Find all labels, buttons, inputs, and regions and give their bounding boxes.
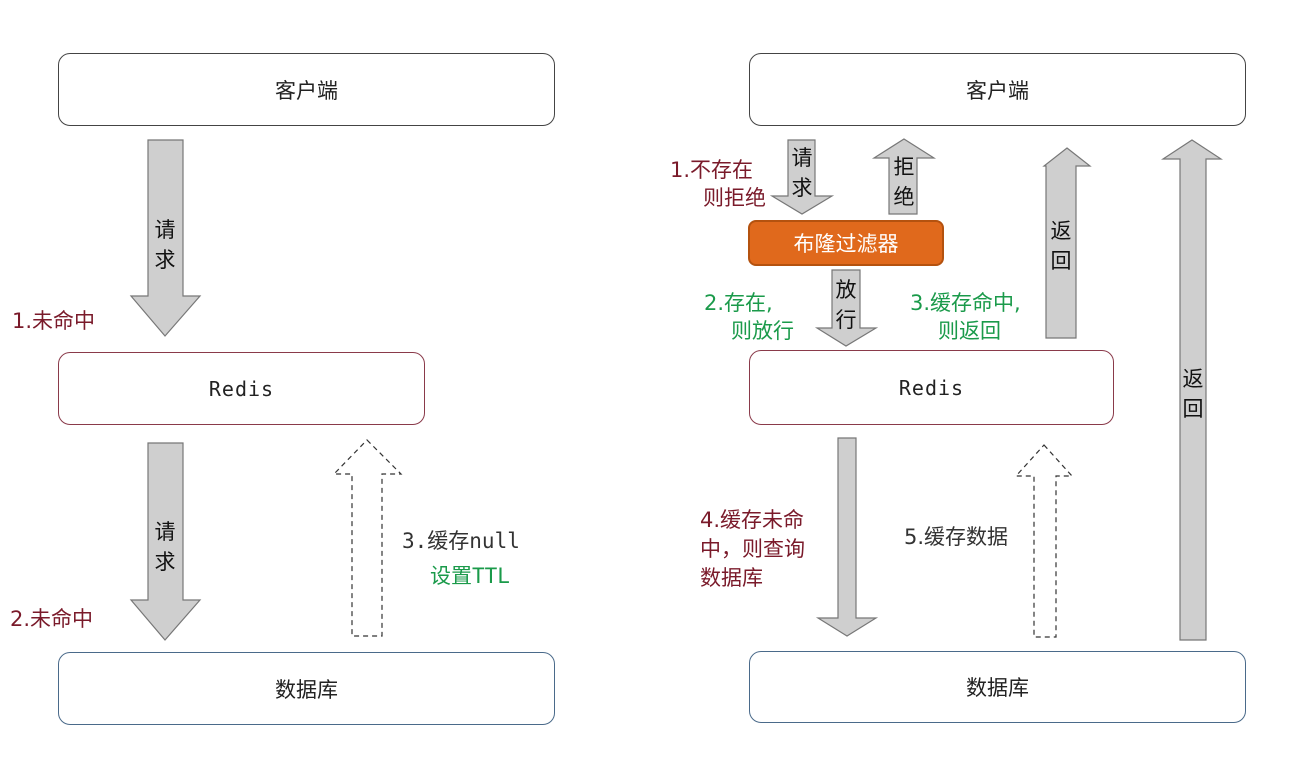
right-step2-line2: 则放行: [731, 319, 794, 343]
left-step3-line2-text: 设置TTL: [430, 564, 510, 588]
right-database-label: 数据库: [966, 676, 1029, 700]
right-step4-line3: 数据库: [700, 566, 763, 590]
left-cache-null-arrow: [332, 439, 403, 637]
right-request-arrow-label: 请求: [791, 146, 813, 200]
left-redis-label: Redis: [208, 376, 275, 401]
right-step2-line1: 2.存在,: [704, 291, 773, 315]
left-client-label: 客户端: [275, 78, 338, 103]
right-redis-label: Redis: [898, 375, 965, 400]
right-step4-line1: 4.缓存未命: [700, 508, 805, 532]
left-step2-label: 2.未命中: [10, 607, 94, 631]
right-request-arrow: [769, 139, 835, 215]
right-step1-line1: 1.不存在: [670, 158, 754, 182]
left-step3-line2: 设置TTL: [430, 562, 510, 591]
bloom-filter-label: 布隆过滤器: [793, 232, 899, 256]
right-step3-line2: 则返回: [938, 319, 1001, 343]
left-database-box: 数据库: [58, 652, 555, 725]
right-redis-box: Redis: [749, 350, 1114, 425]
left-client-box: 客户端: [58, 53, 555, 126]
pass-arrow: [814, 269, 879, 347]
return-arrow-long-label: 返回: [1182, 367, 1204, 421]
cache-data-arrow: [1014, 444, 1074, 638]
pass-arrow-label: 放行: [835, 278, 857, 332]
return-arrow-short: [1042, 147, 1092, 339]
right-client-label: 客户端: [966, 78, 1029, 103]
right-step1-line2: 则拒绝: [703, 186, 766, 210]
return-arrow-short-label: 返回: [1050, 219, 1072, 273]
query-arrow: [815, 437, 879, 637]
right-database-box: 数据库: [749, 651, 1246, 723]
reject-arrow-label: 拒绝: [893, 155, 915, 209]
left-redis-box: Redis: [58, 352, 425, 425]
bloom-filter-box: 布隆过滤器: [748, 220, 944, 266]
left-request-arrow-1: [129, 139, 202, 337]
right-step5-label: 5.缓存数据: [904, 525, 1009, 549]
left-step1-label: 1.未命中: [12, 309, 96, 333]
right-step3-line1: 3.缓存命中,: [910, 291, 1021, 315]
left-database-label: 数据库: [275, 677, 338, 702]
left-request-arrow-2-label: 请求: [154, 520, 176, 574]
left-request-arrow-1-label: 请求: [154, 218, 176, 272]
left-step3-line1: 3.缓存null: [402, 529, 520, 553]
left-request-arrow-2: [129, 442, 202, 641]
return-arrow-long: [1160, 139, 1224, 641]
right-step4-line2: 中，则查询: [700, 537, 805, 561]
right-client-box: 客户端: [749, 53, 1246, 126]
reject-arrow: [871, 138, 937, 215]
